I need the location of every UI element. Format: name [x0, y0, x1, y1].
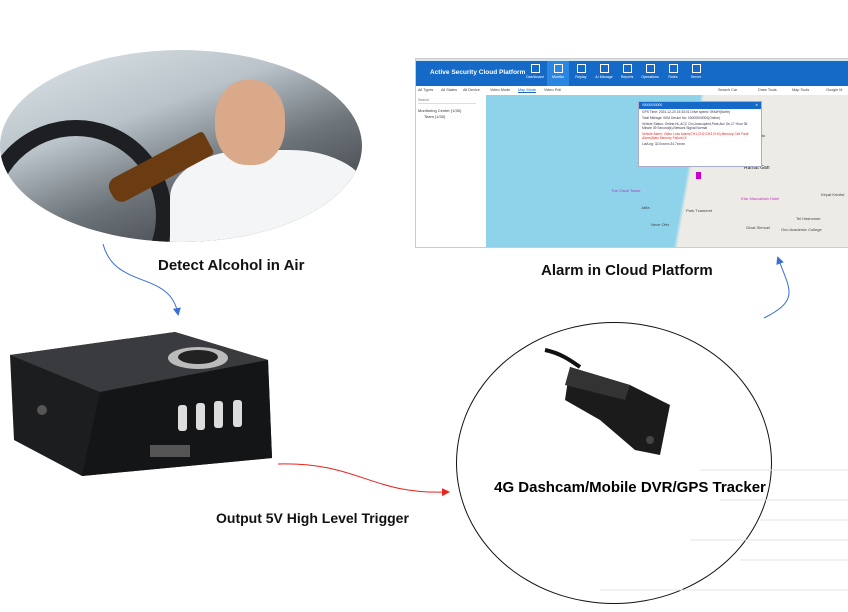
platform-header: Active Security Cloud Platform Dashboard…: [416, 61, 848, 86]
arrow-photo-to-device: [102, 243, 181, 316]
nav-server[interactable]: Server: [685, 64, 707, 79]
arrow-dashcam-to-cloud: [763, 256, 790, 319]
popup-row: Total Mileage: 0KM Device No: 0000000000…: [642, 116, 720, 120]
nav-ai-manage[interactable]: AI Manage: [593, 64, 615, 79]
nav-monitor[interactable]: Monitor: [547, 61, 569, 86]
map-label: Ramat Gan: [744, 165, 770, 171]
person-head: [215, 80, 285, 165]
nav-dashboard[interactable]: Dashboard: [524, 64, 546, 79]
tree-team[interactable]: Team (1/30): [424, 114, 446, 119]
search-car-button[interactable]: Search Car: [718, 88, 738, 92]
filter-types[interactable]: All Types: [418, 88, 434, 92]
popup-alarm: Vehicle Alarm: Video Loss Alarm(CH1,CH2,…: [642, 132, 749, 140]
map-label: Kiryat Krinitsi: [821, 192, 845, 197]
vehicle-info-popup: 00000000000 ✕ GPS Time: 2024-12-20 15:33:…: [638, 101, 762, 167]
caption-detect-alcohol: Detect Alcohol in Air: [158, 257, 305, 274]
device-tree-panel: Monitoring Center (1/30) Team (1/30): [416, 95, 486, 247]
cloud-platform-screenshot: Active Security Cloud Platform Dashboard…: [415, 58, 848, 248]
filter-device[interactable]: All Device: [463, 88, 480, 92]
arrow-device-to-dashcam: [277, 463, 450, 497]
nav-reports[interactable]: Reports: [616, 64, 638, 79]
search-input[interactable]: [418, 97, 476, 104]
circuit-decoration: [600, 469, 848, 591]
popup-row: Vehicle Status: Online,HL,ACC On,Unoccup…: [642, 122, 748, 130]
caption-alarm-cloud: Alarm in Cloud Platform: [541, 262, 713, 279]
map-label: The Clock Tower: [611, 188, 641, 193]
nav-replay[interactable]: Replay: [570, 64, 592, 79]
tab-map-mode[interactable]: Map Mode: [518, 88, 536, 93]
map-label: Tel Hashomer: [796, 216, 821, 221]
nav-rules[interactable]: Rules: [662, 64, 684, 79]
google-map-button[interactable]: Google M: [826, 88, 843, 92]
caption-dashcam: 4G Dashcam/Mobile DVR/GPS Tracker: [494, 479, 766, 496]
popup-row: GPS Time: 2024-12-20 15:33:01 Drive spee…: [642, 110, 731, 114]
platform-title: Active Security Cloud Platform: [430, 69, 526, 76]
popup-device-id: 00000000000: [642, 103, 663, 107]
map-label: Jaffa: [641, 205, 650, 210]
vehicle-marker-icon[interactable]: [696, 172, 701, 179]
map-tools-button[interactable]: Map Tools: [792, 88, 810, 92]
map-label: Park Tzameret: [686, 208, 713, 213]
map-label: Neve Ofer: [651, 222, 670, 227]
alcohol-sensor-device: [10, 332, 272, 476]
map-label: Ono Academic College: [781, 227, 822, 232]
tree-monitoring-center[interactable]: Monitoring Center (1/30): [418, 108, 462, 113]
nav-operations[interactable]: Operations: [639, 64, 661, 79]
filter-states[interactable]: All States: [441, 88, 458, 92]
popup-latlng: Lat/Lng: 32.0xxxxx,34.7xxxxx: [642, 142, 686, 146]
tab-video-mode[interactable]: Video Mode: [490, 88, 511, 92]
dashcam-ellipse: [456, 322, 772, 604]
dashcam-device: [544, 348, 670, 455]
platform-subbar: All Types All States All Device Video Mo…: [416, 86, 848, 95]
map-label: Kfar Maccabiah Hotel: [741, 196, 780, 201]
map-label: Givat Shmuel: [746, 225, 771, 230]
tab-video-poll[interactable]: Video Poll: [544, 88, 562, 92]
caption-output-trigger: Output 5V High Level Trigger: [216, 510, 409, 526]
close-icon[interactable]: ✕: [755, 103, 758, 107]
person: [170, 150, 362, 242]
drinking-driver-photo: [0, 50, 362, 242]
draw-tools-button[interactable]: Draw Tools: [758, 88, 777, 92]
